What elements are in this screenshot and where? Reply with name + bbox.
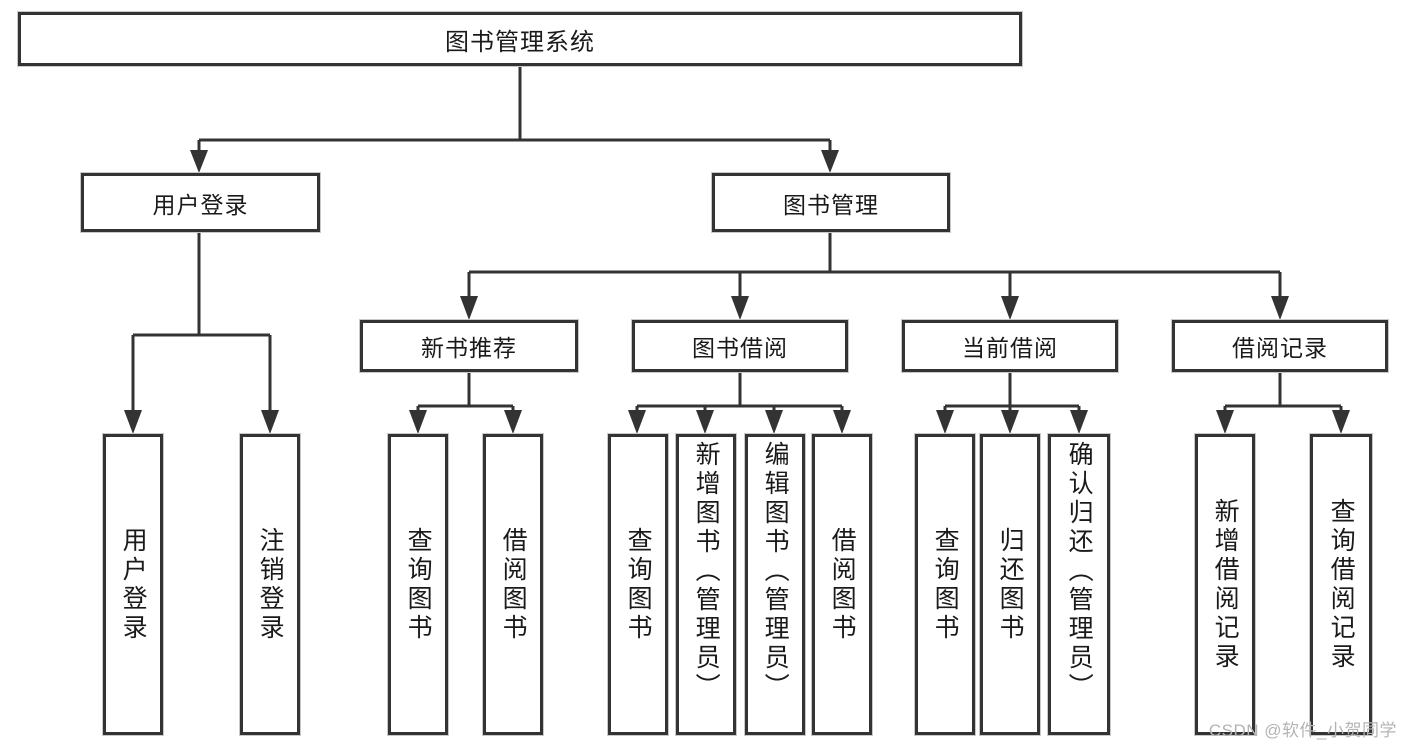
node-leaf-query-book-3[interactable]: 查询图书	[915, 434, 975, 735]
node-current-borrow[interactable]: 当前借阅	[902, 320, 1118, 372]
arrow-leaf-query-book-3	[936, 410, 954, 434]
node-leaf-add-record-label: 新增借阅记录	[1211, 497, 1240, 672]
node-leaf-confirm-return-label: 确认归还（管理员）	[1065, 441, 1094, 702]
node-leaf-return-book-label: 归还图书	[996, 526, 1025, 643]
node-leaf-add-book-label: 新增图书（管理员）	[692, 441, 721, 702]
arrow-current-borrow	[1001, 296, 1019, 320]
arrow-new-book-recommend	[460, 296, 478, 320]
node-borrow-record[interactable]: 借阅记录	[1172, 320, 1388, 372]
node-root[interactable]: 图书管理系统	[18, 12, 1022, 66]
node-leaf-query-book-2-label: 查询图书	[624, 526, 653, 643]
arrow-leaf-return-book	[1001, 410, 1019, 434]
arrow-borrow-record	[1271, 296, 1289, 320]
node-leaf-query-book-1-label: 查询图书	[404, 526, 433, 643]
arrow-leaf-borrow-book-1	[504, 410, 522, 434]
node-borrow-record-label: 借阅记录	[1232, 335, 1328, 361]
node-leaf-borrow-book-2-label: 借阅图书	[828, 526, 857, 643]
node-leaf-user-login-label: 用户登录	[119, 526, 148, 643]
arrow-leaf-edit-book	[765, 410, 783, 434]
node-current-borrow-label: 当前借阅	[962, 335, 1058, 361]
node-leaf-query-book-2[interactable]: 查询图书	[608, 434, 668, 735]
node-leaf-user-logout[interactable]: 注销登录	[240, 434, 300, 735]
arrow-user-login	[190, 150, 208, 173]
node-leaf-query-book-3-label: 查询图书	[931, 526, 960, 643]
node-leaf-add-book[interactable]: 新增图书（管理员）	[676, 434, 736, 735]
node-leaf-confirm-return[interactable]: 确认归还（管理员）	[1048, 434, 1110, 735]
arrow-leaf-confirm-return	[1070, 410, 1088, 434]
node-user-login[interactable]: 用户登录	[81, 173, 320, 232]
node-leaf-borrow-book-1-label: 借阅图书	[499, 526, 528, 643]
arrow-leaf-query-record	[1332, 410, 1350, 434]
node-leaf-edit-book-label: 编辑图书（管理员）	[761, 441, 790, 702]
arrow-leaf-user-logout	[261, 410, 279, 434]
node-book-manage[interactable]: 图书管理	[712, 173, 950, 232]
node-user-login-label: 用户登录	[152, 191, 249, 218]
node-leaf-return-book[interactable]: 归还图书	[980, 434, 1040, 735]
arrow-book-manage	[821, 150, 839, 173]
arrow-book-borrow	[731, 296, 749, 320]
node-leaf-query-record[interactable]: 查询借阅记录	[1310, 434, 1372, 735]
arrow-leaf-add-record	[1216, 410, 1234, 434]
arrow-leaf-user-login	[124, 410, 142, 434]
node-leaf-borrow-book-1[interactable]: 借阅图书	[483, 434, 543, 735]
node-leaf-edit-book[interactable]: 编辑图书（管理员）	[745, 434, 805, 735]
node-new-book-recommend[interactable]: 新书推荐	[360, 320, 578, 372]
node-book-manage-label: 图书管理	[783, 191, 879, 218]
node-leaf-add-record[interactable]: 新增借阅记录	[1195, 434, 1255, 735]
node-book-borrow-label: 图书借阅	[692, 335, 788, 361]
csdn-watermark: CSDN @软件_小贺同学	[1208, 721, 1397, 740]
node-leaf-user-login[interactable]: 用户登录	[103, 434, 163, 735]
arrow-leaf-query-book-2	[628, 410, 646, 434]
node-root-label: 图书管理系统	[445, 28, 595, 56]
node-book-borrow[interactable]: 图书借阅	[632, 320, 848, 372]
arrow-leaf-borrow-book-2	[833, 410, 851, 434]
node-leaf-query-book-1[interactable]: 查询图书	[388, 434, 448, 735]
node-leaf-query-record-label: 查询借阅记录	[1327, 497, 1356, 672]
node-new-book-recommend-label: 新书推荐	[421, 335, 517, 361]
node-leaf-user-logout-label: 注销登录	[256, 526, 285, 643]
node-leaf-borrow-book-2[interactable]: 借阅图书	[812, 434, 872, 735]
arrow-leaf-query-book-1	[409, 410, 427, 434]
arrow-leaf-add-book	[696, 410, 714, 434]
